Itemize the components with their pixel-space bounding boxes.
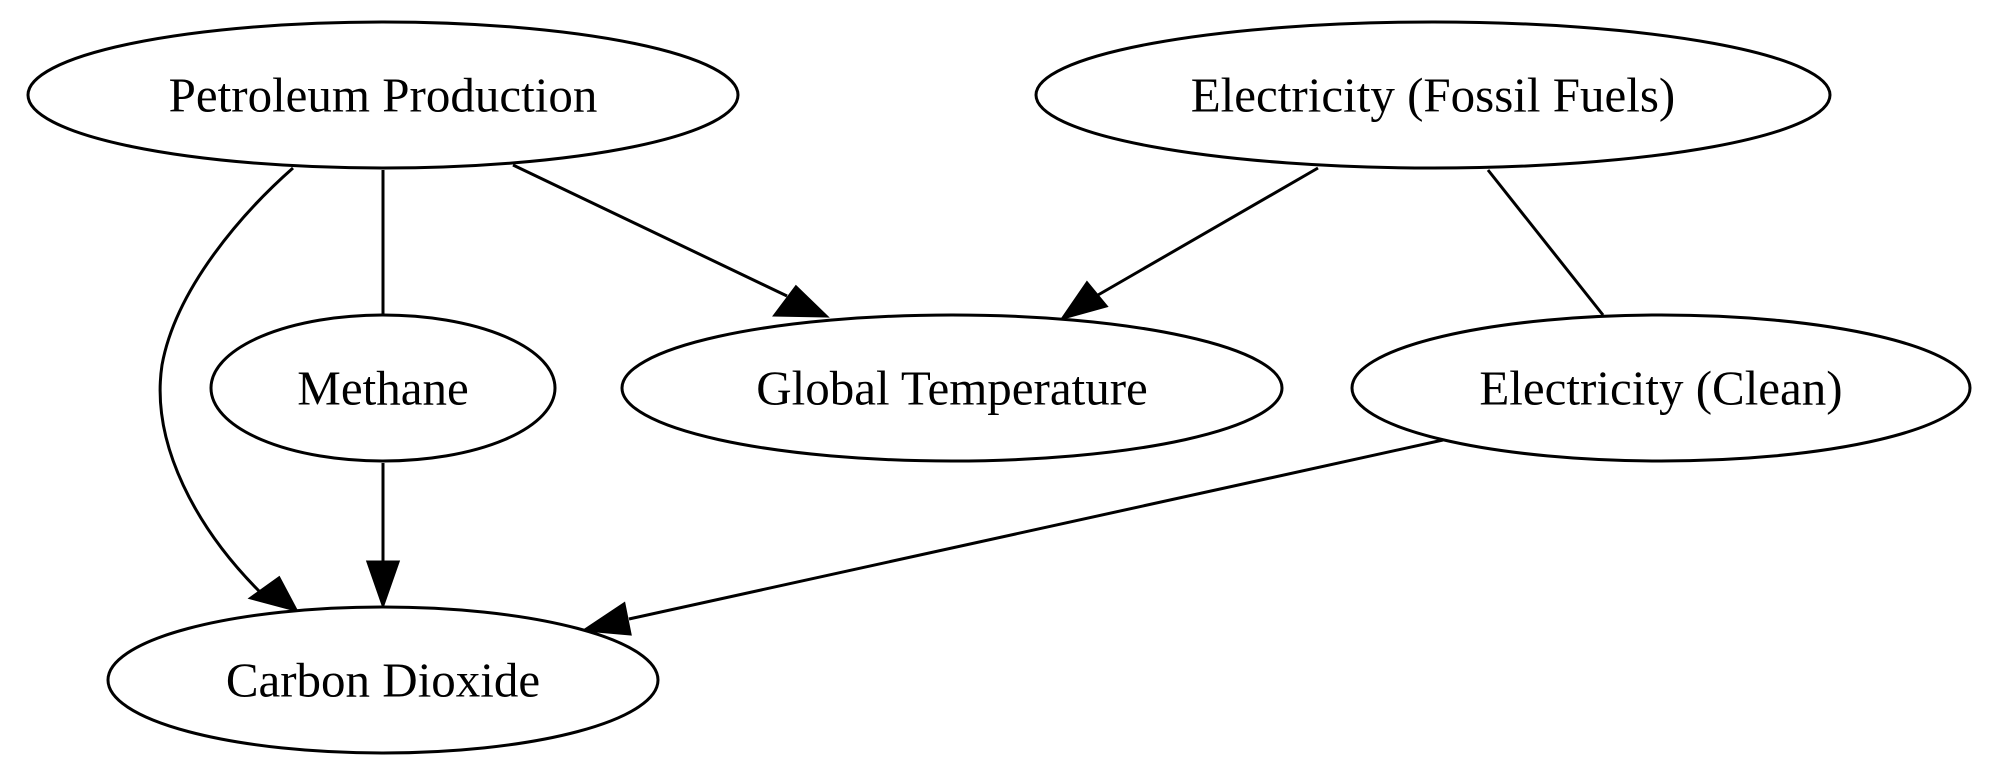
node-label: Electricity (Clean)	[1479, 361, 1842, 416]
node-petroleum-production[interactable]: Petroleum Production	[26, 20, 740, 170]
edge-line	[512, 163, 788, 298]
node-electricity-fossil-fuels[interactable]: Electricity (Fossil Fuels)	[1034, 20, 1832, 170]
node-ellipse	[209, 313, 557, 463]
edge-fossil-to-temperature-arrow	[1059, 280, 1109, 321]
node-ellipse	[620, 313, 1284, 463]
node-ellipse	[106, 605, 660, 755]
edge-fossil-to-temperature	[1097, 166, 1319, 297]
edge-line	[628, 438, 1444, 621]
node-label: Global Temperature	[756, 361, 1148, 416]
edge-petroleum-to-temperature	[512, 163, 830, 318]
arrowhead	[772, 284, 830, 318]
arrowhead	[247, 575, 299, 613]
node-ellipse	[1034, 20, 1832, 170]
arrowhead	[1059, 280, 1109, 321]
edge-line	[158, 166, 294, 594]
edge-fossil-to-clean	[1486, 169, 1605, 316]
node-ellipse	[26, 20, 740, 170]
node-methane[interactable]: Methane	[209, 313, 557, 463]
edge-line	[1486, 169, 1605, 316]
arrowhead	[365, 560, 401, 610]
node-label: Petroleum Production	[169, 68, 598, 123]
node-global-temperature[interactable]: Global Temperature	[620, 313, 1284, 463]
node-ellipse	[1350, 313, 1972, 463]
edge-petroleum-to-co2	[158, 166, 299, 613]
edge-line	[1097, 166, 1319, 297]
node-label: Methane	[297, 361, 468, 416]
arrowhead	[580, 601, 632, 636]
node-electricity-clean[interactable]: Electricity (Clean)	[1350, 313, 1972, 463]
node-label: Carbon Dioxide	[226, 653, 540, 708]
node-label: Electricity (Fossil Fuels)	[1191, 68, 1676, 123]
edge-clean-to-co2	[580, 438, 1444, 636]
edges	[158, 163, 1605, 636]
node-carbon-dioxide[interactable]: Carbon Dioxide	[106, 605, 660, 755]
edge-methane-to-co2	[365, 463, 401, 610]
nodes: Petroleum Production Electricity (Fossil…	[26, 20, 1972, 755]
